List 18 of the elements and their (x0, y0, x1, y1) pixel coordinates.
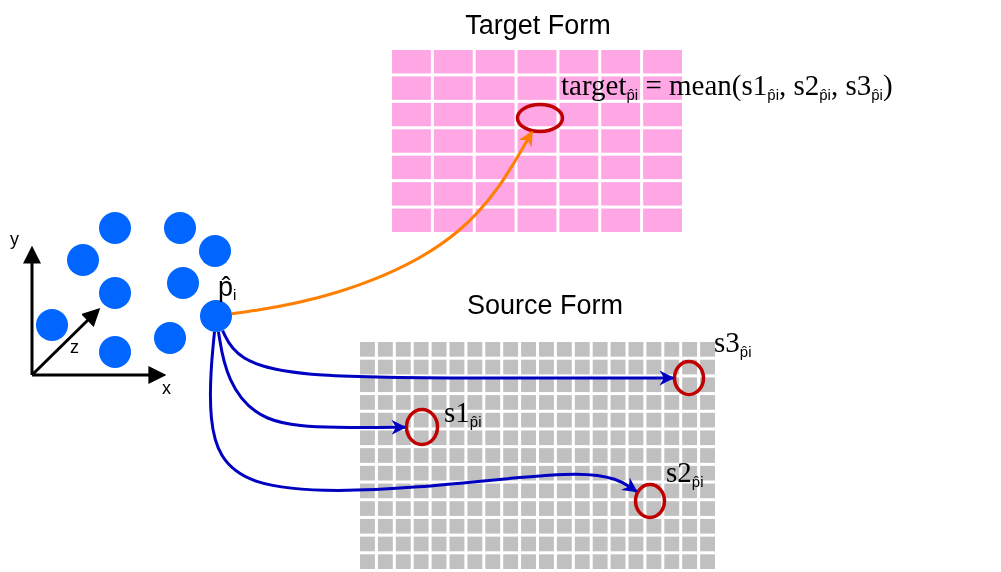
axis-label: z (70, 337, 79, 358)
arrow (221, 329, 675, 386)
point-label: p̂$_{i}$ (218, 272, 237, 303)
form-title: Target Form (465, 10, 611, 41)
sample-circle (671, 358, 707, 398)
formula-text: target$_{p̂i}$ = mean(s1$_{p̂i}$, s2$_{p̂i}$, s3$_{p̂i}$) (561, 69, 893, 102)
sample-label: s3$_{p̂i}$ (714, 326, 752, 359)
axis-label: y (10, 229, 19, 250)
form-title: Source Form (467, 290, 623, 321)
sample-circle (403, 406, 441, 448)
sample-label: s2$_{p̂i}$ (666, 456, 704, 489)
axis-label: x (162, 378, 171, 399)
arrow (217, 331, 407, 435)
sample-label: s1$_{p̂i}$ (444, 396, 482, 429)
arrow (231, 130, 534, 316)
arrow (208, 331, 638, 493)
sample-circle (514, 101, 566, 135)
sample-circle (632, 481, 668, 521)
